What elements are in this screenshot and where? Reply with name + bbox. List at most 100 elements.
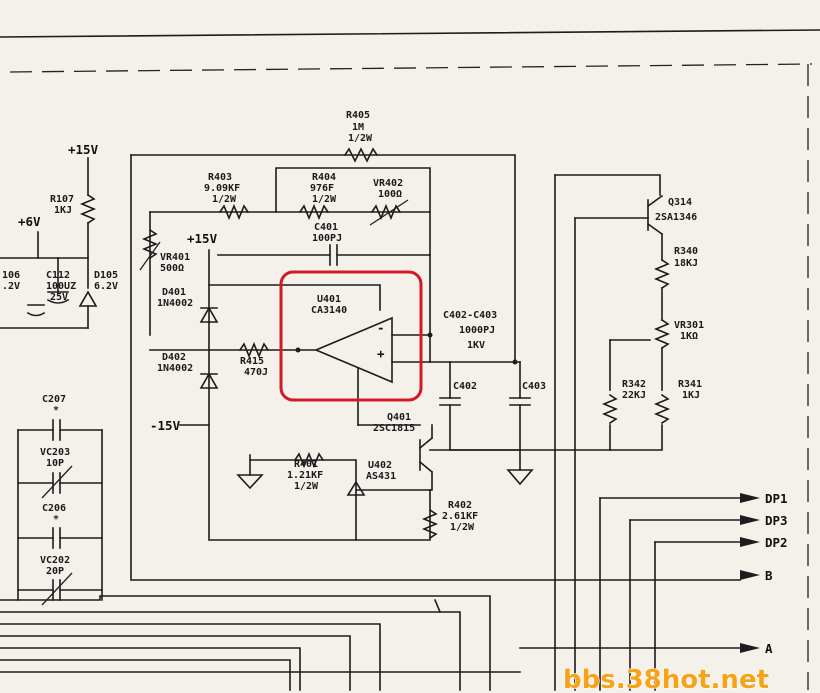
bus-line-2 bbox=[0, 611, 461, 691]
svg-text:R404: R404 bbox=[312, 172, 336, 183]
svg-text:1/2W: 1/2W bbox=[348, 133, 373, 144]
vr401-body bbox=[141, 228, 159, 260]
svg-text:6.2V: 6.2V bbox=[94, 281, 118, 292]
label-c207: C207 * bbox=[42, 394, 66, 416]
svg-text:1KJ: 1KJ bbox=[54, 205, 72, 216]
svg-text:100PJ: 100PJ bbox=[312, 233, 342, 244]
resistor-r342 bbox=[601, 393, 619, 425]
svg-text:VC202: VC202 bbox=[40, 555, 70, 566]
node-out2 bbox=[512, 359, 518, 365]
resistor-r341 bbox=[653, 393, 671, 425]
wire-p6 bbox=[37, 231, 89, 259]
svg-text:1KV: 1KV bbox=[467, 340, 485, 351]
svg-text:1000PJ: 1000PJ bbox=[459, 325, 495, 336]
svg-text:470J: 470J bbox=[244, 367, 268, 378]
vr402-arrow bbox=[369, 199, 409, 226]
opamp-plus-label: + bbox=[377, 346, 385, 361]
svg-text:1/2W: 1/2W bbox=[312, 194, 337, 205]
node-minus bbox=[295, 347, 301, 353]
svg-text:1N4002: 1N4002 bbox=[157, 363, 193, 374]
rail-label-p6: +6V bbox=[18, 214, 41, 229]
wire-d401-top bbox=[208, 284, 381, 311]
arrow-dp1 bbox=[740, 493, 760, 503]
svg-text:R107: R107 bbox=[50, 194, 74, 205]
svg-text:D401: D401 bbox=[162, 287, 186, 298]
label-r403: R403 9.09KF 1/2W bbox=[204, 172, 240, 205]
wire-r404-loop bbox=[275, 167, 431, 213]
label-d105: D105 6.2V bbox=[94, 270, 118, 292]
label-r401: R401 1.21KF 1/2W bbox=[287, 459, 323, 492]
label-c402: C402 bbox=[453, 381, 477, 392]
svg-text:1M: 1M bbox=[352, 122, 364, 133]
arrow-dp2 bbox=[740, 537, 760, 547]
node-out bbox=[427, 332, 433, 338]
svg-text:C112: C112 bbox=[46, 270, 70, 281]
svg-text:2.61KF: 2.61KF bbox=[442, 511, 478, 522]
label-d106: 106 .2V bbox=[2, 270, 20, 292]
watermark: bbs.38hot.net bbox=[563, 665, 769, 693]
highlight-box-u401 bbox=[279, 270, 423, 402]
arrow-b bbox=[740, 570, 760, 580]
label-c402-c403: C402-C403 1000PJ 1KV bbox=[443, 310, 497, 351]
resistor-r402 bbox=[421, 508, 439, 540]
wire-diode-column bbox=[208, 249, 431, 541]
svg-text:R405: R405 bbox=[346, 110, 370, 121]
label-c403: C403 bbox=[522, 381, 546, 392]
label-c401: C401 100PJ bbox=[312, 222, 342, 244]
rail-label-p15-mid: +15V bbox=[187, 231, 218, 246]
output-label-dp3: DP3 bbox=[765, 513, 788, 528]
resistor-r401 bbox=[293, 451, 325, 469]
opamp-minus-label: - bbox=[377, 320, 385, 335]
label-vr401: VR401 500Ω bbox=[160, 252, 190, 274]
label-vr402: VR402 100Ω bbox=[373, 178, 403, 200]
q401-emitter bbox=[418, 460, 434, 474]
svg-text:100UZ: 100UZ bbox=[46, 281, 76, 292]
svg-text:R340: R340 bbox=[674, 246, 698, 257]
svg-text:106: 106 bbox=[2, 270, 20, 281]
svg-text:VR301: VR301 bbox=[674, 320, 704, 331]
bus-mark bbox=[433, 598, 442, 614]
dashed-enclosure-top bbox=[9, 63, 813, 73]
svg-text:22KJ: 22KJ bbox=[622, 390, 646, 401]
resistor-r404 bbox=[298, 203, 330, 221]
zener-d105 bbox=[78, 290, 98, 307]
svg-text:20P: 20P bbox=[46, 566, 64, 577]
resistor-r403 bbox=[218, 203, 250, 221]
label-d401: D401 1N4002 bbox=[157, 287, 193, 309]
vr301-body bbox=[653, 318, 671, 350]
svg-text:976F: 976F bbox=[310, 183, 334, 194]
bus-line-1 bbox=[0, 595, 491, 691]
svg-text:100Ω: 100Ω bbox=[378, 189, 402, 200]
svg-text:2SC1815: 2SC1815 bbox=[373, 423, 415, 434]
ground-r401 bbox=[236, 474, 264, 490]
svg-text:*: * bbox=[53, 514, 59, 525]
svg-text:C402-C403: C402-C403 bbox=[443, 310, 497, 321]
vr402-body bbox=[370, 203, 402, 221]
svg-text:R403: R403 bbox=[208, 172, 232, 183]
label-vr301: VR301 1KΩ bbox=[674, 320, 704, 342]
label-c112: C112 100UZ 25V bbox=[46, 270, 76, 303]
svg-text:R341: R341 bbox=[678, 379, 702, 390]
svg-text:R401: R401 bbox=[294, 459, 318, 470]
label-q401: Q401 2SC1815 bbox=[373, 412, 415, 434]
label-q314: Q314 2SA1346 bbox=[655, 197, 697, 223]
rail-label-p15-top: +15V bbox=[68, 142, 99, 157]
svg-text:*: * bbox=[53, 405, 59, 416]
svg-text:VC203: VC203 bbox=[40, 447, 70, 458]
q314-collector bbox=[646, 222, 664, 236]
svg-text:Q314: Q314 bbox=[668, 197, 692, 208]
svg-text:VR402: VR402 bbox=[373, 178, 403, 189]
label-r341: R341 1KJ bbox=[678, 379, 702, 401]
label-r107: R107 1KJ bbox=[50, 194, 74, 216]
label-u401: U401 CA3140 bbox=[311, 294, 347, 316]
svg-text:D402: D402 bbox=[162, 352, 186, 363]
svg-text:VR401: VR401 bbox=[160, 252, 190, 263]
svg-text:1N4002: 1N4002 bbox=[157, 298, 193, 309]
label-r415: R415 470J bbox=[240, 356, 268, 378]
svg-text:2SA1346: 2SA1346 bbox=[655, 212, 697, 223]
label-d402: D402 1N4002 bbox=[157, 352, 193, 374]
output-label-dp2: DP2 bbox=[765, 535, 788, 550]
q401-collector bbox=[418, 436, 434, 450]
